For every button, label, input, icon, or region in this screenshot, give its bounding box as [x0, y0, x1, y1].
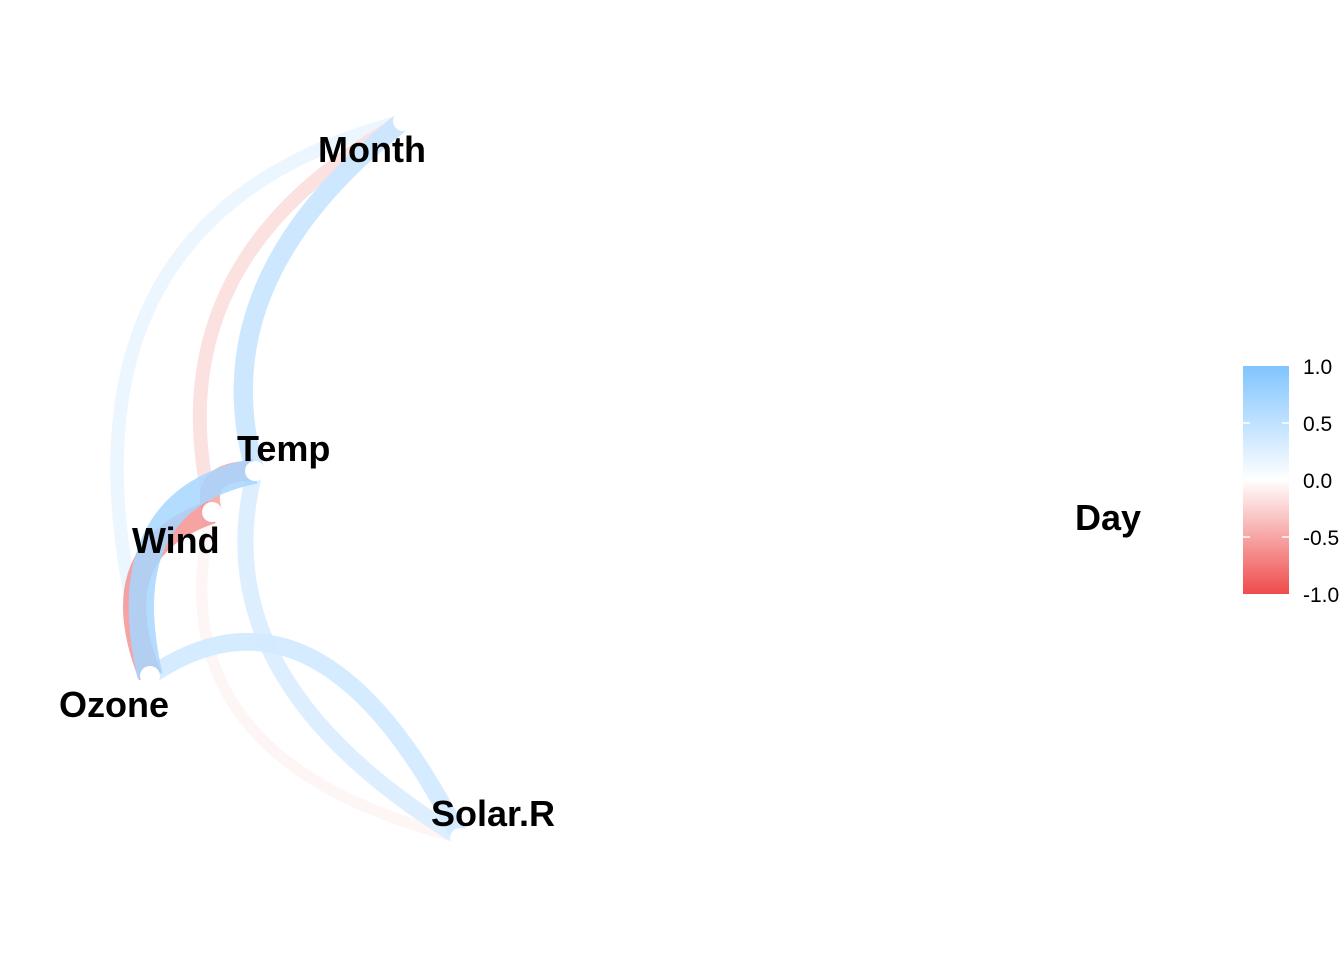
edge-ozone-temp [128, 458, 258, 679]
edge-temp-month [233, 113, 409, 474]
node-label-month: Month [318, 129, 426, 170]
node-point-month [393, 111, 413, 131]
edge-wind-month [192, 114, 407, 514]
node-point-solar-r [450, 828, 470, 848]
legend-tick-label: -1.0 [1303, 584, 1339, 607]
label-layer: Month Temp Wind Ozone Solar.R Day [59, 129, 1141, 834]
node-label-temp: Temp [237, 428, 330, 469]
legend-tick-label: -0.5 [1303, 527, 1339, 550]
node-point-wind [202, 502, 222, 522]
node-label-ozone: Ozone [59, 684, 169, 725]
color-legend: 1.0 0.5 0.0 -0.5 -1.0 [1243, 356, 1339, 607]
edge-ozone-solar-r [145, 633, 468, 842]
edge-layer [110, 113, 468, 845]
node-label-day: Day [1075, 497, 1141, 538]
edge-ozone-month [110, 114, 405, 678]
legend-tick-label: 1.0 [1303, 356, 1332, 379]
legend-colorbar [1243, 366, 1289, 594]
node-label-solar-r: Solar.R [431, 793, 555, 834]
node-label-wind: Wind [132, 520, 220, 561]
legend-tick-label: 0.0 [1303, 470, 1332, 493]
node-point-temp [245, 461, 265, 481]
node-layer [140, 111, 470, 848]
edge-temp-solar-r [237, 468, 465, 845]
legend-tick-label: 0.5 [1303, 413, 1332, 436]
edge-wind-solar-r [196, 510, 462, 844]
node-point-ozone [140, 666, 160, 686]
